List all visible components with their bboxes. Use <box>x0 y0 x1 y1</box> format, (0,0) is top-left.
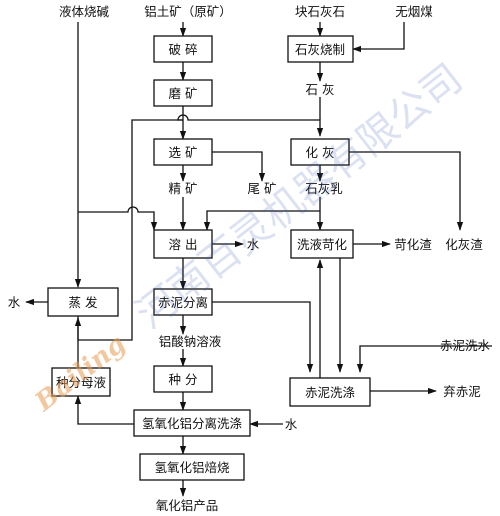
red-mud-sep-to-wash-arrow <box>212 301 314 373</box>
seed-mother-liquor-box: 种分母液 <box>51 367 111 397</box>
grind-label: 磨 矿 <box>169 86 198 101</box>
lime-burn-box: 石灰烧制 <box>287 35 354 63</box>
slake-box: 化 灰 <box>290 138 350 166</box>
causticize-box: 洗液苛化 <box>290 229 354 259</box>
process-boxes: 破 碎 磨 矿 选 矿 溶 出 赤泥分离 种 分 氢氧化铝分离洗涤 氢氧化铝焙 <box>47 35 371 481</box>
tailings-label: 尾 矿 <box>248 181 277 196</box>
washing-water-label: 赤泥洗水 <box>440 338 491 353</box>
lime-residue-label: 化灰渣 <box>445 237 483 252</box>
precipitation-box: 种 分 <box>153 365 213 393</box>
causticize-label: 洗液苛化 <box>297 237 348 252</box>
calcine-box: 氢氧化铝焙烧 <box>139 453 245 481</box>
limestone-label: 块石灰石 <box>295 4 345 19</box>
lime-burn-label: 石灰烧制 <box>295 42 345 57</box>
grind-box: 磨 矿 <box>153 79 213 107</box>
slake-to-lime-residue-arrow <box>349 151 464 231</box>
grind-to-slake-arrow <box>177 114 324 137</box>
anthracite-to-lime-burn-arrow <box>352 22 405 53</box>
hydroxide-wash-box: 氢氧化铝分离洗涤 <box>133 409 251 437</box>
red-mud-wash-box: 赤泥洗涤 <box>289 377 371 407</box>
anthracite-label: 无烟煤 <box>395 4 433 19</box>
red-mud-sep-box: 赤泥分离 <box>153 288 213 316</box>
crush-box: 破 碎 <box>153 35 213 63</box>
concentrate-label: 精 矿 <box>169 181 198 196</box>
caustic-to-leach-arrow <box>78 206 158 231</box>
red-mud-sep-label: 赤泥分离 <box>158 295 208 310</box>
precipitation-label: 种 分 <box>169 372 198 387</box>
calcine-label: 氢氧化铝焙烧 <box>154 460 230 475</box>
lime-milk-to-leach-arrow <box>203 197 321 231</box>
lime-label: 石 灰 <box>306 82 335 97</box>
wash-water-label: 水 <box>285 417 298 432</box>
lime-milk-label: 石灰乳 <box>305 181 343 196</box>
discarded-red-mud-label: 弃赤泥 <box>443 384 481 399</box>
bauxite-label: 铝土矿（原矿） <box>144 4 232 19</box>
causticization-residue-label: 苛化渣 <box>394 237 432 252</box>
leach-label: 溶 出 <box>169 237 198 252</box>
evaporate-label: 蒸 发 <box>69 295 98 310</box>
evaporation-water-label: 水 <box>8 295 21 310</box>
slake-label: 化 灰 <box>306 145 335 160</box>
watermark-brand-text: Bailing <box>29 329 131 418</box>
leach-water-label: 水 <box>247 237 260 252</box>
beneficiate-to-tailings-arrow <box>212 151 266 182</box>
leach-box: 溶 出 <box>153 229 213 259</box>
seed-mother-liquor-label: 种分母液 <box>56 375 107 390</box>
hydroxide-wash-label: 氢氧化铝分离洗涤 <box>142 416 242 431</box>
beneficiate-label: 选 矿 <box>169 145 198 160</box>
crush-label: 破 碎 <box>169 42 198 57</box>
flow-connectors <box>25 22 492 497</box>
beneficiate-box: 选 矿 <box>153 138 213 166</box>
evaporate-box: 蒸 发 <box>47 287 119 317</box>
flow-labels: 液体烧碱 铝土矿（原矿） 块石灰石 无烟煤 石 灰 精 矿 尾 矿 石灰乳 铝酸… <box>8 4 491 513</box>
caustic-soda-label: 液体烧碱 <box>59 4 110 19</box>
red-mud-wash-label: 赤泥洗涤 <box>305 385 355 400</box>
product-label: 氧化铝产品 <box>156 498 219 513</box>
aluminate-solution-label: 铝酸钠溶液 <box>159 334 222 349</box>
hydroxide-wash-to-mother-liquor-arrow <box>74 395 150 425</box>
washing-water-to-red-mud-wash-arrow <box>356 345 492 373</box>
